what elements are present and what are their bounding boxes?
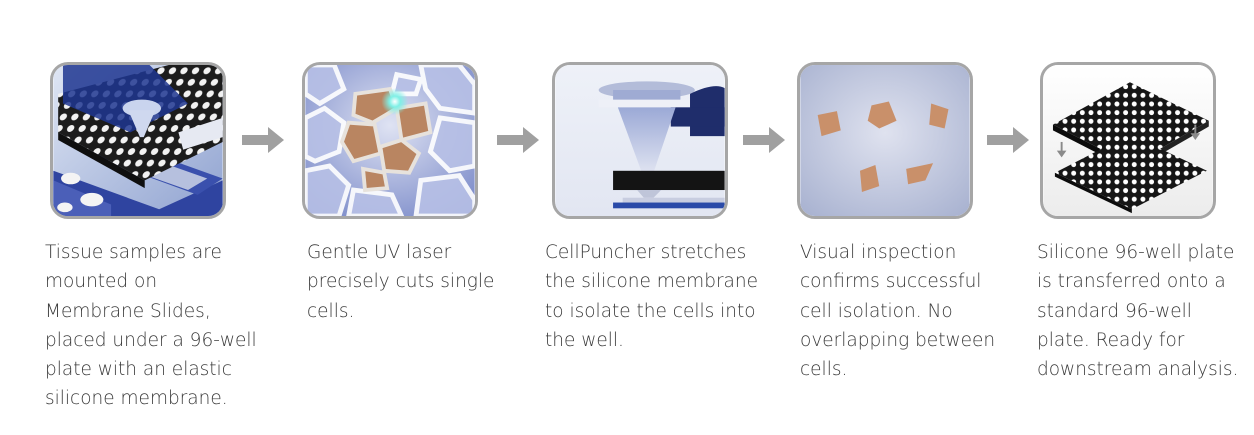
- step-4-tile: [797, 62, 973, 219]
- step-2-tile: [302, 62, 478, 219]
- arrow-right-icon: [242, 127, 284, 153]
- arrow-right-icon: [987, 127, 1029, 153]
- membrane-slide-illustration: [53, 65, 223, 216]
- step-5-tile: [1040, 62, 1216, 219]
- step-1-tile: [50, 62, 226, 219]
- arrow-right-icon: [497, 127, 539, 153]
- uv-laser-cells-illustration: [305, 65, 475, 216]
- arrow-right-icon: [743, 127, 785, 153]
- well-plate-transfer-illustration: [1043, 65, 1213, 216]
- step-3-tile: [552, 62, 728, 219]
- arrow-down-icon: [1056, 124, 1201, 158]
- cellpuncher-illustration: [555, 65, 725, 216]
- isolated-cells-illustration: [800, 65, 970, 216]
